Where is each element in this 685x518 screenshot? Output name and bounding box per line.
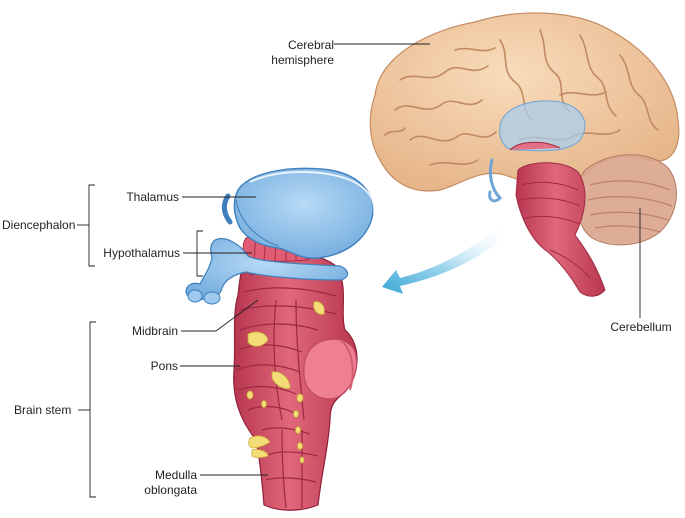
label-cerebellum: Cerebellum [610,320,672,334]
cerebral-folds [384,29,659,166]
label-cerebral-hemisphere-line2: hemisphere [271,53,334,67]
label-midbrain: Midbrain [131,324,178,338]
hypothalamus-shape [185,238,349,301]
cranial-nerve-nuclei [246,301,325,464]
label-diencephalon: Diencephalon [2,218,76,232]
pituitary-shape [203,291,221,305]
label-medulla-line1: Medulla [154,468,197,482]
pons-bulge-shape [303,338,357,400]
small-brainstem-shape [515,162,606,297]
leader-lines [77,43,641,498]
arrow-icon [382,226,506,294]
label-brain-stem: Brain stem [14,403,72,417]
whole-brain-illustration [369,12,680,297]
label-cerebral-hemisphere-line1: Cerebral [287,38,334,52]
small-diencephalon-shape [499,100,586,152]
brainstem-shape [233,252,358,511]
label-thalamus: Thalamus [126,190,179,204]
label-hypothalamus: Hypothalamus [103,246,180,260]
label-pons: Pons [150,359,178,373]
thalamus-shape [233,167,374,259]
enlarged-brainstem-illustration [185,167,376,511]
label-medulla-line2: oblongata [144,483,197,497]
